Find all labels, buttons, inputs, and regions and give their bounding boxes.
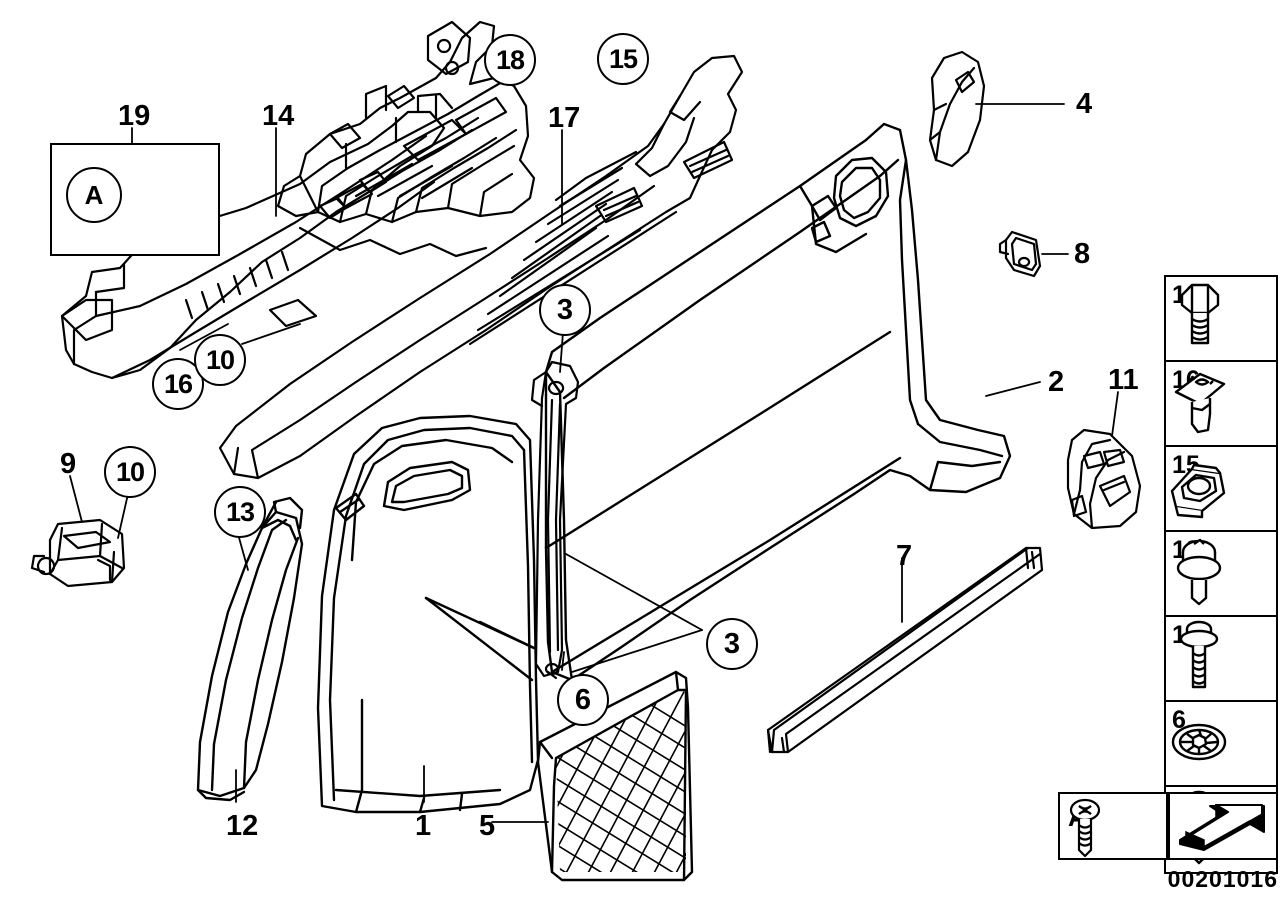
callout-11[interactable]: 11 <box>1108 366 1139 395</box>
part-5-cargo-net <box>536 670 694 882</box>
callout-13[interactable]: 13 <box>214 486 266 538</box>
callout-5[interactable]: 5 <box>479 812 495 841</box>
part-5-net-mesh <box>556 690 686 872</box>
part-12-pillar-trim <box>196 496 304 802</box>
callout-6[interactable]: 6 <box>557 674 609 726</box>
callout-label: 6 <box>574 683 592 716</box>
callout-label: 7 <box>896 540 913 572</box>
star-washer-icon <box>1171 723 1227 761</box>
callout-label: 3 <box>556 293 574 326</box>
callout-label: 19 <box>118 100 151 132</box>
callout-label: 8 <box>1074 238 1091 270</box>
part-4-cover-cap <box>928 50 986 168</box>
callout-17[interactable]: 17 <box>548 104 580 133</box>
callout-label: 11 <box>1108 364 1139 396</box>
callout-label: 16 <box>163 368 193 399</box>
diagram-part-number: 00201016 <box>1167 866 1278 892</box>
part-17-rear-panel <box>218 54 744 480</box>
callout-label: 12 <box>226 810 259 842</box>
callout-2[interactable]: 2 <box>1048 368 1064 397</box>
callout-15[interactable]: 15 <box>597 33 649 85</box>
expanding-rivet-icon <box>1176 538 1222 606</box>
leader-lines <box>69 103 1119 823</box>
direction-arrow-icon <box>1179 803 1265 851</box>
pan-head-screw-icon <box>1069 798 1101 858</box>
callout-3-lower[interactable]: 3 <box>706 618 758 670</box>
callout-label: 3 <box>723 627 741 660</box>
callout-label: 1 <box>415 810 432 842</box>
square-head-clip-icon <box>1174 372 1226 434</box>
detail-a-fastener-box: A <box>1058 792 1168 860</box>
callout-label: 4 <box>1076 88 1093 120</box>
part-9-bracket <box>30 518 126 588</box>
callout-19[interactable]: 19 <box>118 102 150 131</box>
legend-row-16[interactable]: 16 <box>1166 362 1276 447</box>
fastener-legend-panel: 18 16 15 <box>1164 275 1278 874</box>
callout-14[interactable]: 14 <box>262 102 294 131</box>
callout-3-upper[interactable]: 3 <box>539 284 591 336</box>
legend-row-18[interactable]: 18 <box>1166 277 1276 362</box>
legend-row-10[interactable]: 10 <box>1166 617 1276 702</box>
direction-arrow-box <box>1168 792 1278 860</box>
legend-row-13[interactable]: 13 <box>1166 532 1276 617</box>
callout-4[interactable]: 4 <box>1076 90 1092 119</box>
callout-label: 17 <box>548 102 581 134</box>
callout-label: 10 <box>115 456 145 487</box>
callout-label: 13 <box>225 496 255 527</box>
legend-number: 6 <box>1172 706 1186 734</box>
callout-label: 14 <box>262 100 295 132</box>
part-8-insert-cap <box>998 230 1042 278</box>
callout-1[interactable]: 1 <box>415 812 431 841</box>
callout-label: 18 <box>495 44 525 75</box>
callout-8[interactable]: 8 <box>1074 240 1090 269</box>
callout-label: 5 <box>479 810 496 842</box>
flanged-hex-bolt-icon <box>1179 620 1219 689</box>
hex-head-bolt-icon <box>1180 283 1220 345</box>
legend-row-6[interactable]: 6 <box>1166 702 1276 787</box>
detail-box-19: A <box>50 143 220 256</box>
callout-label: 2 <box>1048 366 1065 398</box>
callout-18[interactable]: 18 <box>484 34 536 86</box>
callout-7[interactable]: 7 <box>896 542 912 571</box>
callout-9[interactable]: 9 <box>60 450 76 479</box>
part-2-side-trim-panel <box>544 122 1012 682</box>
part-3-post-bracket <box>530 360 580 680</box>
detail-marker-a: A <box>66 167 122 223</box>
sheet-metal-nut-icon <box>1170 463 1226 519</box>
callout-label: 15 <box>608 43 638 74</box>
callout-10-lower[interactable]: 10 <box>104 446 156 498</box>
callout-10-upper[interactable]: 10 <box>194 334 246 386</box>
legend-row-15[interactable]: 15 <box>1166 447 1276 532</box>
part-11-handle-cover <box>1066 428 1142 530</box>
callout-label: 10 <box>205 344 235 375</box>
part-1-trunk-trim-liner <box>316 414 540 814</box>
part-7-trim-strip <box>766 546 1044 754</box>
callout-12[interactable]: 12 <box>226 812 258 841</box>
callout-label: 9 <box>60 448 77 480</box>
